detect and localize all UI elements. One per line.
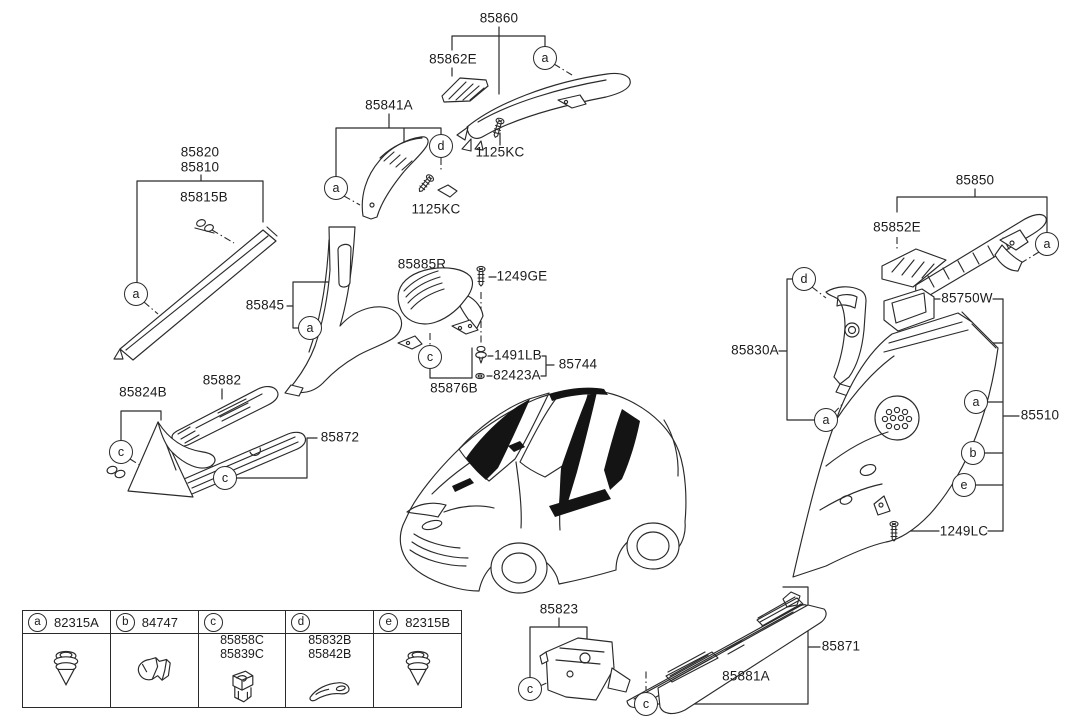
part-label-85830A: 85830A: [731, 342, 779, 358]
legend-header-c: c: [198, 611, 286, 634]
legend-code: 84747: [141, 614, 178, 630]
callout-d: d: [792, 267, 816, 291]
part-85845-b-pillar-trim-lower: [284, 226, 423, 397]
bolt-1249ge: [476, 265, 486, 287]
part-label-1491LB: 1491LB: [494, 347, 542, 363]
legend-body-codes: 85858C 85839C: [220, 633, 264, 661]
part-label-85885R: 85885R: [397, 256, 447, 272]
part-label-85852E: 85852E: [873, 219, 921, 235]
part-85841a-pillar-trim-upper: [361, 136, 429, 220]
legend-code: 82315B: [405, 614, 451, 630]
part-85860-roof-side-garnish: [456, 72, 631, 152]
callout-c: c: [109, 440, 133, 464]
part-85862e-cover: [441, 77, 489, 103]
part-85881a-scuff-plate: [657, 596, 827, 715]
callout-c: c: [634, 692, 658, 716]
part-85824b-cowl-side-trim: [106, 421, 216, 498]
part-label-85860: 85860: [479, 10, 519, 26]
part-label-85824B: 85824B: [119, 384, 167, 400]
legend-body-c: 85858C 85839C: [199, 633, 286, 715]
callout-a: a: [124, 282, 148, 306]
legend-callout-e: e: [379, 612, 399, 632]
part-label-85744: 85744: [558, 356, 598, 372]
part-85871-side-sill-trim: [626, 591, 810, 708]
callout-a: a: [533, 46, 557, 70]
part-85823-bracket: [539, 637, 631, 701]
part-label-85882: 85882: [202, 372, 242, 388]
part-label-1249GE: 1249GE: [496, 268, 548, 284]
part-85830a-c-pillar-trim: [825, 286, 867, 397]
legend-body-b: [111, 634, 198, 707]
legend-body-d: 85832B 85842B: [286, 633, 373, 715]
part-label-85823: 85823: [539, 601, 579, 617]
vehicle-illustration: [399, 387, 687, 594]
retainer-clip-icon: [127, 645, 181, 697]
callout-a: a: [298, 316, 322, 340]
callout-c: c: [418, 345, 442, 369]
part-label-85876B: 85876B: [430, 380, 478, 396]
legend-callout-a: a: [28, 612, 47, 632]
grommet-82423a: [475, 372, 485, 380]
legend-code: 82315A: [54, 614, 99, 630]
legend-header-a: a 82315A: [23, 611, 110, 634]
part-label-82423A: 82423A: [493, 367, 541, 383]
callout-a: a: [324, 176, 348, 200]
part-label-1249LC: 1249LC: [939, 523, 989, 539]
part-label-1125KC: 1125KC: [411, 201, 461, 217]
legend-callout-d: d: [291, 612, 311, 632]
part-label-85815B: 85815B: [180, 189, 228, 205]
callout-a: a: [814, 408, 838, 432]
legend-cell-b: b 84747: [109, 611, 198, 707]
legend-header-e: e 82315B: [374, 611, 461, 634]
bolt-1125kc-lower: [415, 172, 436, 195]
push-pin-fastener-icon: [391, 645, 445, 697]
part-85820-a-pillar-trim: [113, 226, 278, 361]
legend-cell-a: a 82315A: [23, 611, 110, 707]
legend-cell-e: e 82315B: [373, 611, 461, 707]
part-label-85820-85810: 85820 85810: [180, 144, 220, 174]
callout-a: a: [1035, 232, 1059, 256]
part-85882-scuff-trim: [171, 385, 279, 447]
legend-header-d: d: [286, 611, 374, 634]
part-label-1125KC: 1125KC: [475, 144, 525, 160]
part-85852e-cover: [881, 248, 947, 288]
legend-callout-c: c: [203, 612, 223, 632]
legend-header-b: b 84747: [110, 611, 198, 634]
part-label-85845: 85845: [245, 297, 285, 313]
legend-body-e: [374, 634, 461, 707]
legend-callout-b: b: [115, 612, 135, 632]
part-label-85862E: 85862E: [429, 51, 477, 67]
part-label-85872: 85872: [320, 429, 360, 445]
part-label-85871: 85871: [821, 638, 861, 654]
clip-seat-1125kc: [437, 184, 458, 198]
part-label-85841A: 85841A: [365, 97, 413, 113]
callout-e: e: [952, 473, 976, 497]
part-label-85510: 85510: [1020, 407, 1060, 423]
callout-a: a: [964, 390, 988, 414]
part-label-85750W: 85750W: [941, 290, 993, 306]
callout-d: d: [429, 134, 453, 158]
part-label-85881A: 85881A: [722, 668, 770, 684]
part-label-85850: 85850: [955, 172, 995, 188]
legend-body-a: [23, 634, 110, 707]
screw-1491lb: [475, 345, 487, 364]
callout-b: b: [961, 441, 985, 465]
callout-c: c: [213, 466, 237, 490]
grip-handle-clip-icon: [303, 663, 357, 715]
part-85750w-bracket: [883, 288, 935, 332]
part-85885r-cowl-trim: [397, 267, 484, 335]
spring-clip-icon: [215, 663, 269, 715]
push-pin-fastener-icon: [39, 645, 93, 697]
clip-85815b: [194, 219, 215, 234]
legend-body-codes: 85832B 85842B: [308, 633, 352, 661]
callout-c: c: [518, 677, 542, 701]
